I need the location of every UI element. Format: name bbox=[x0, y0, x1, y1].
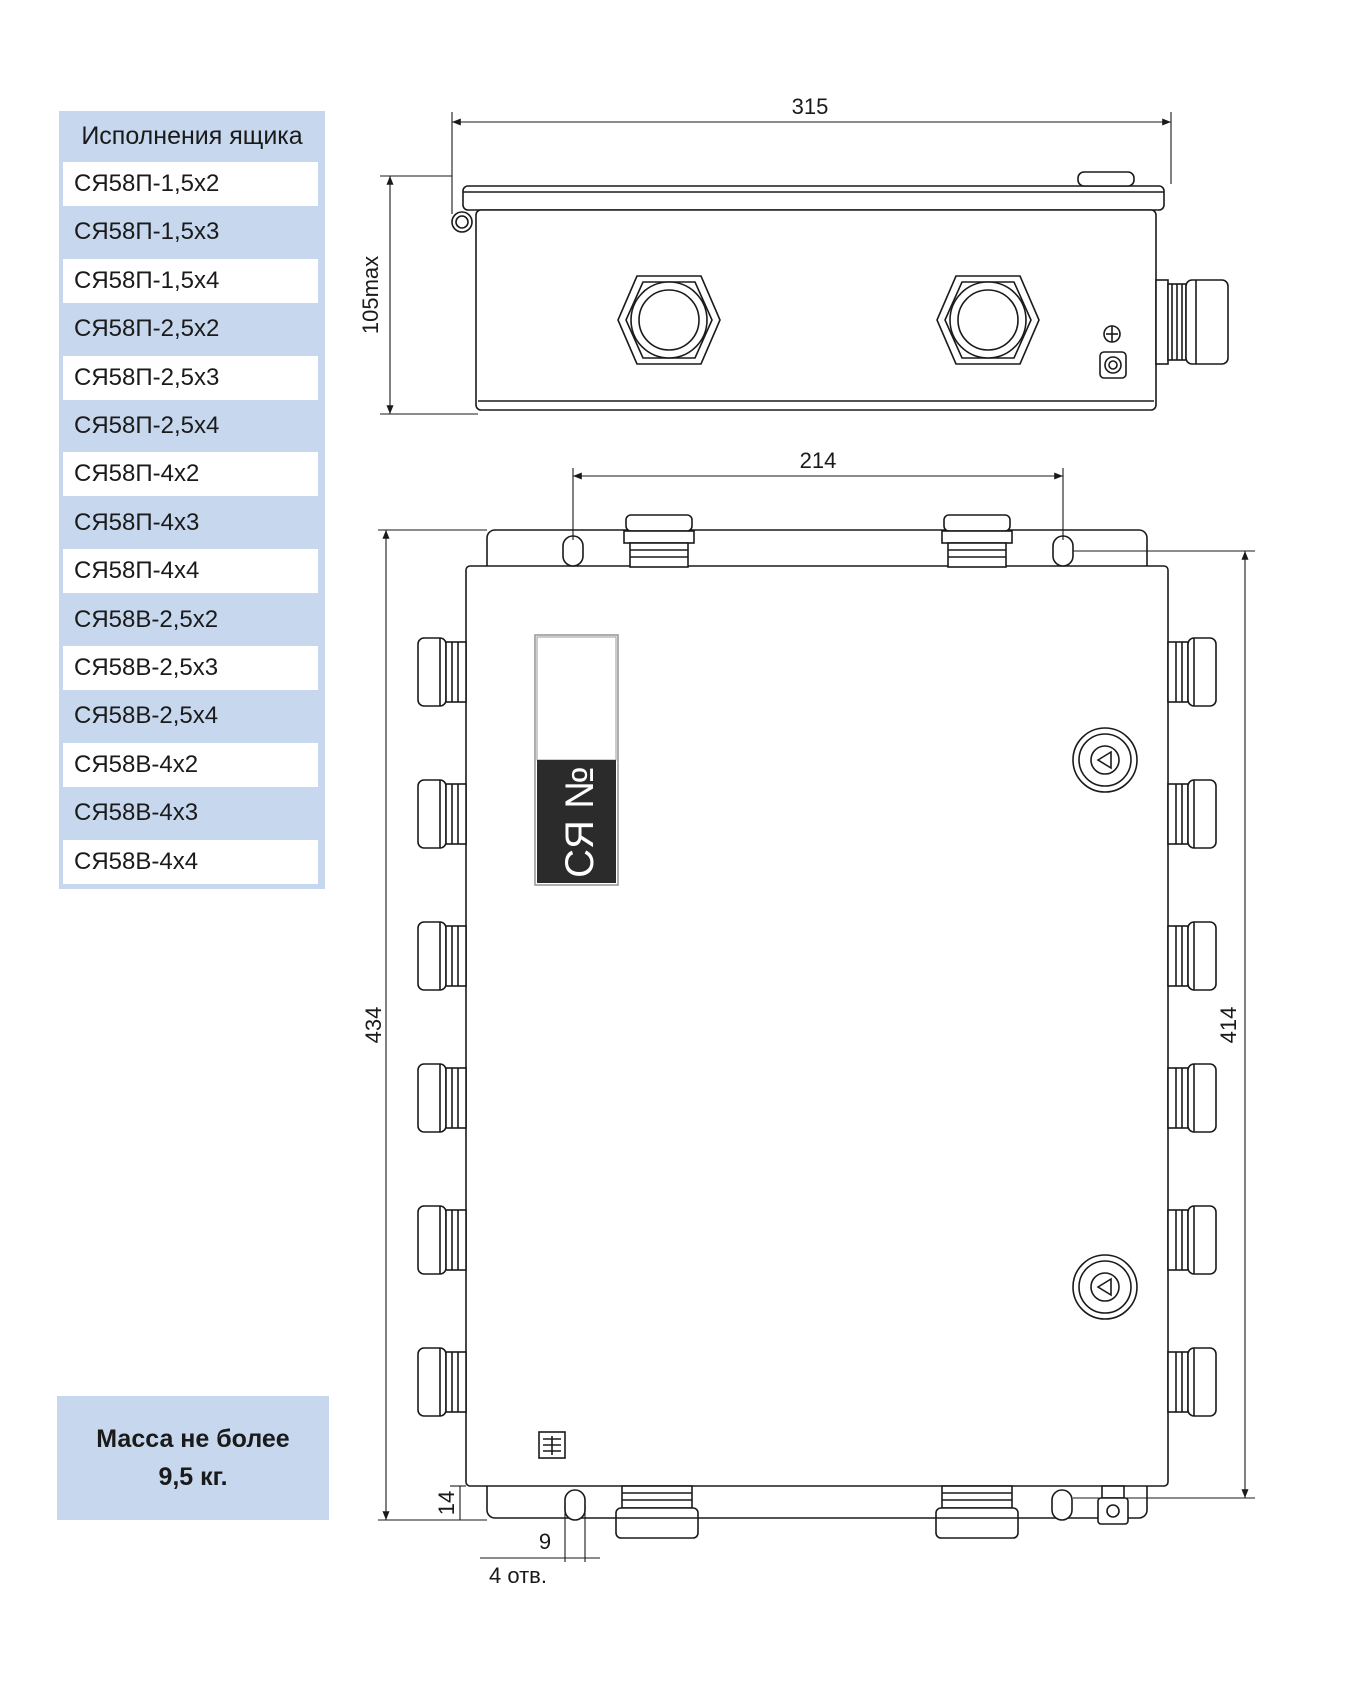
latch-bottom bbox=[1072, 1254, 1138, 1320]
table-header: Исполнения ящика bbox=[81, 121, 303, 150]
table-row: СЯ58П-1,5х4 bbox=[63, 258, 318, 303]
dim-height-label: 105max bbox=[358, 256, 383, 334]
table-row: СЯ58П-4х4 bbox=[63, 549, 318, 594]
dimension-body-length bbox=[1073, 550, 1255, 1499]
mass-label: Масса не более bbox=[96, 1425, 290, 1453]
dim-total-length-label: 434 bbox=[361, 1007, 386, 1044]
table-row: СЯ58В-2,5х3 bbox=[63, 646, 318, 690]
bottom-gland-1 bbox=[615, 1485, 699, 1539]
dim-body-length-label: 414 bbox=[1216, 1007, 1241, 1044]
table-row: СЯ58В-4х3 bbox=[63, 791, 318, 836]
dim-hole-label: 9 bbox=[539, 1529, 551, 1554]
right-gland bbox=[1167, 1063, 1217, 1133]
maker-logo-icon bbox=[538, 1431, 566, 1459]
dim-width-label: 315 bbox=[792, 94, 829, 119]
left-gland bbox=[417, 1205, 467, 1275]
table-row: СЯ58П-2,5х4 bbox=[63, 404, 318, 448]
left-gland bbox=[417, 921, 467, 991]
latch-top bbox=[1072, 727, 1138, 793]
table-row: СЯ58П-2,5х3 bbox=[63, 355, 318, 400]
dimension-width bbox=[451, 112, 1172, 214]
left-gland bbox=[417, 779, 467, 849]
table-row: СЯ58В-2,5х2 bbox=[63, 597, 318, 642]
bottom-gland-2 bbox=[935, 1485, 1019, 1539]
dim-offset-label: 14 bbox=[434, 1491, 459, 1515]
dimension-hole-spacing bbox=[572, 468, 1064, 540]
table-row: СЯ58П-1,5х2 bbox=[63, 162, 318, 206]
table-row: СЯ58В-2,5х4 bbox=[63, 694, 318, 739]
dimension-offset bbox=[450, 1485, 487, 1521]
table-row: СЯ58П-1,5х3 bbox=[63, 210, 318, 255]
right-gland bbox=[1167, 1205, 1217, 1275]
right-gland bbox=[1167, 779, 1217, 849]
top-gland-2 bbox=[941, 514, 1013, 568]
dimension-hole bbox=[480, 1505, 600, 1562]
right-gland bbox=[1167, 1347, 1217, 1417]
right-gland bbox=[1167, 637, 1217, 707]
left-gland bbox=[417, 1347, 467, 1417]
left-gland bbox=[417, 1063, 467, 1133]
table-row: СЯ58В-4х4 bbox=[63, 839, 318, 884]
table-row: СЯ58П-4х3 bbox=[63, 500, 318, 545]
top-gland-1 bbox=[623, 514, 695, 568]
dim-hole-spacing-label: 214 bbox=[800, 448, 837, 473]
side-view bbox=[451, 171, 1229, 411]
front-view bbox=[417, 514, 1217, 1539]
right-gland bbox=[1167, 921, 1217, 991]
mass-value: 9,5 кг. bbox=[158, 1463, 228, 1491]
mass-box: Масса не более 9,5 кг. bbox=[57, 1396, 329, 1520]
nameplate-text: СЯ № bbox=[558, 766, 602, 878]
dimension-height bbox=[380, 175, 478, 415]
table-row: СЯ58П-4х2 bbox=[63, 452, 318, 497]
table-row: СЯ58П-2,5х2 bbox=[63, 307, 318, 352]
left-gland bbox=[417, 637, 467, 707]
table-row: СЯ58В-4х2 bbox=[63, 742, 318, 787]
dim-holes-label: 4 отв. bbox=[489, 1563, 547, 1588]
